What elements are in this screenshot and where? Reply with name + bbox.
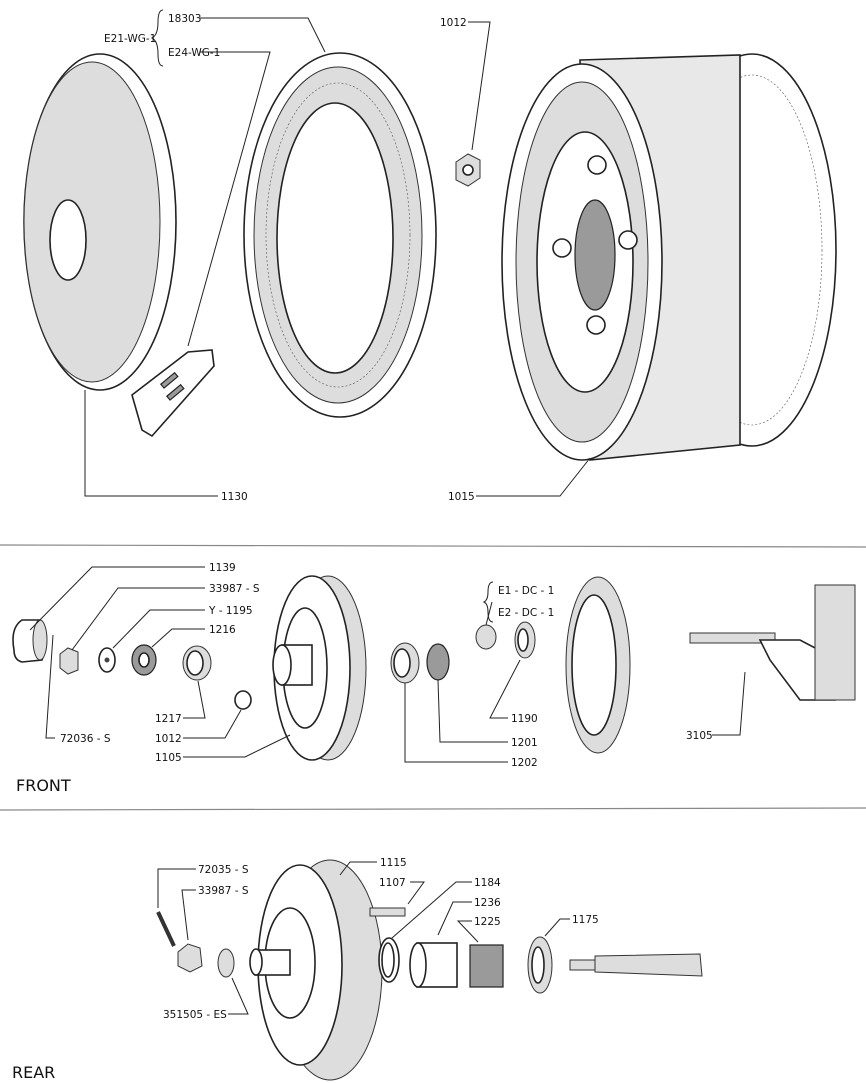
label-33987-s-front: 33987 - S — [209, 583, 260, 595]
label-1201: 1201 — [511, 737, 538, 749]
label-72036-s: 72036 - S — [60, 733, 111, 745]
label-1236: 1236 — [474, 897, 501, 909]
lug-nut-1012 — [455, 153, 481, 187]
label-e24-wg-1: E24-WG-1 — [168, 47, 220, 59]
label-1130: 1130 — [221, 491, 248, 503]
label-1184: 1184 — [474, 877, 501, 889]
label-18303: 18303 — [168, 13, 201, 25]
label-1015: 1015 — [448, 491, 475, 503]
label-3105: 3105 — [686, 730, 713, 742]
label-351505-es: 351505 - ES — [163, 1009, 227, 1021]
label-1217: 1217 — [155, 713, 182, 725]
label-e1-dc-1: E1 - DC - 1 — [498, 585, 554, 597]
label-1105: 1105 — [155, 752, 182, 764]
label-e21-wg-1: E21-WG-1 — [104, 33, 156, 45]
label-1175: 1175 — [572, 914, 599, 926]
rear-parts — [156, 859, 703, 1081]
label-1012-front: 1012 — [155, 733, 182, 745]
hubcap-1130 — [23, 53, 177, 391]
label-e2-dc-1: E2 - DC - 1 — [498, 607, 554, 619]
wheel-1015 — [501, 53, 837, 461]
label-1225: 1225 — [474, 916, 501, 928]
hubcap-clip — [131, 349, 215, 438]
label-72035-s: 72035 - S — [198, 864, 249, 876]
label-1202: 1202 — [511, 757, 538, 769]
label-1115: 1115 — [380, 857, 407, 869]
front-parts — [12, 575, 856, 761]
label-1216: 1216 — [209, 624, 236, 636]
label-33987-s-rear: 33987 - S — [198, 885, 249, 897]
label-y-1195: Y - 1195 — [208, 605, 253, 617]
section-label-front: FRONT — [16, 776, 71, 795]
section-divider — [0, 807, 866, 811]
label-1107: 1107 — [379, 877, 406, 889]
label-1139: 1139 — [209, 562, 236, 574]
trim-ring-18303 — [243, 52, 437, 418]
label-1190: 1190 — [511, 713, 538, 725]
section-label-rear: REAR — [12, 1063, 55, 1082]
label-1012-top: 1012 — [440, 17, 467, 29]
section-divider — [0, 544, 866, 548]
